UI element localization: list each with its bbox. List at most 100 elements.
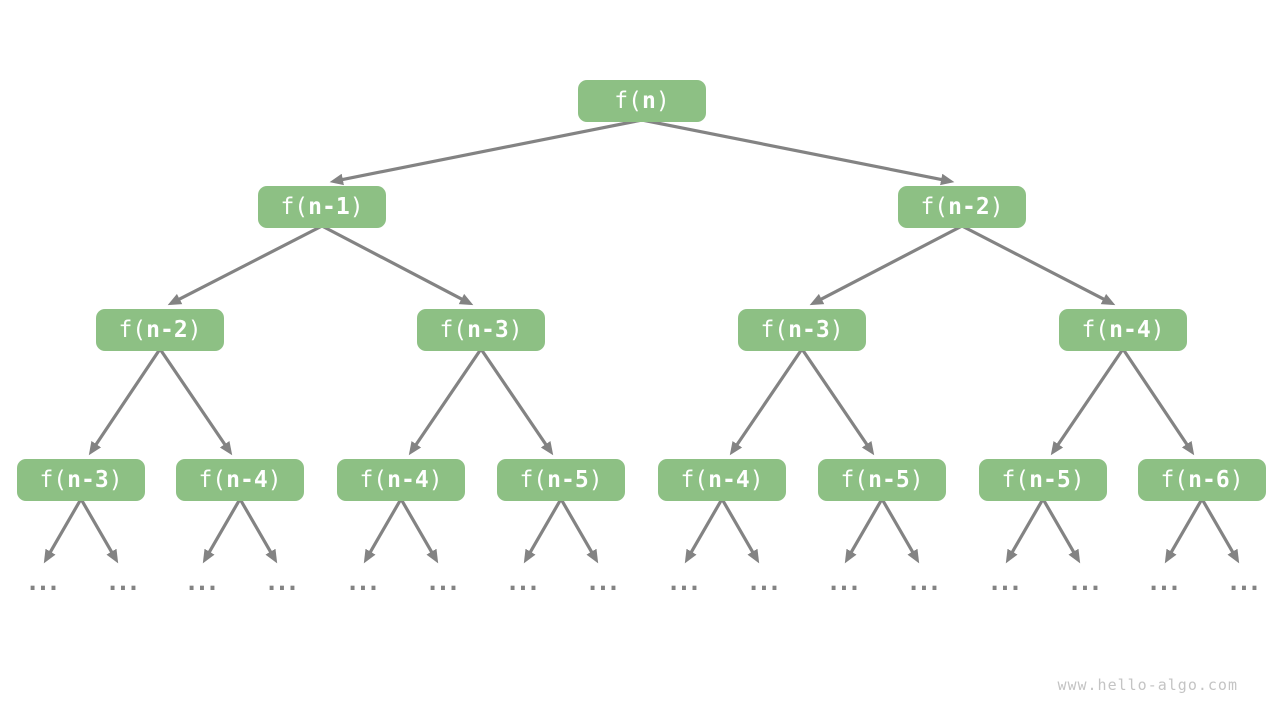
tree-node-f(n-1): f(n-1) — [258, 186, 386, 228]
ellipsis-leaf: ... — [105, 568, 140, 596]
node-label-suffix: ) — [1229, 467, 1244, 493]
node-label-arg: n-4 — [1109, 317, 1151, 343]
ellipsis-leaf: ... — [505, 568, 540, 596]
node-label-suffix: ) — [655, 88, 670, 114]
node-label-arg: n-6 — [1188, 467, 1230, 493]
ellipsis-leaf: ... — [585, 568, 620, 596]
tree-edge-arrow — [641, 118, 955, 186]
tree-edge-arrow — [329, 118, 643, 186]
tree-node-f(n-6): f(n-6) — [1138, 459, 1266, 501]
node-label-suffix: ) — [187, 317, 202, 343]
tree-node-f(n-3): f(n-3) — [738, 309, 866, 351]
tree-edge-arrow — [158, 348, 233, 456]
ellipsis-leaf: ... — [987, 568, 1022, 596]
node-label-arg: n — [641, 88, 656, 114]
ellipsis-leaf: ... — [666, 568, 701, 596]
tree-node-f(n-5): f(n-5) — [979, 459, 1107, 501]
ellipsis-leaf: ... — [826, 568, 861, 596]
tree-node-f(n-2): f(n-2) — [898, 186, 1026, 228]
node-label-prefix: f( — [1081, 317, 1110, 343]
node-label-prefix: f( — [198, 467, 227, 493]
node-label-arg: n-1 — [308, 194, 350, 220]
tree-edge-arrow — [1005, 498, 1045, 564]
node-label-prefix: f( — [118, 317, 147, 343]
tree-edge-arrow — [479, 348, 554, 456]
ellipsis-leaf: ... — [1226, 568, 1261, 596]
ellipsis-leaf: ... — [1067, 568, 1102, 596]
node-label-prefix: f( — [760, 317, 789, 343]
node-label-suffix: ) — [108, 467, 123, 493]
tree-edge-arrow — [1164, 498, 1204, 564]
node-label-suffix: ) — [428, 467, 443, 493]
node-label-suffix: ) — [1070, 467, 1085, 493]
node-label-prefix: f( — [1001, 467, 1030, 493]
node-label-suffix: ) — [1150, 317, 1165, 343]
tree-node-f(n-4): f(n-4) — [1059, 309, 1187, 351]
node-label-suffix: ) — [588, 467, 603, 493]
node-label-arg: n-3 — [788, 317, 830, 343]
node-label-prefix: f( — [680, 467, 709, 493]
ellipsis-leaf: ... — [906, 568, 941, 596]
tree-node-f(n-5): f(n-5) — [497, 459, 625, 501]
node-label-prefix: f( — [1160, 467, 1189, 493]
node-label-arg: n-5 — [547, 467, 589, 493]
ellipsis-leaf: ... — [184, 568, 219, 596]
node-label-suffix: ) — [829, 317, 844, 343]
tree-node-f(n-3): f(n-3) — [417, 309, 545, 351]
ellipsis-leaf: ... — [25, 568, 60, 596]
node-label-prefix: f( — [519, 467, 548, 493]
node-label-prefix: f( — [614, 88, 642, 114]
tree-edge-arrow — [880, 498, 920, 564]
ellipsis-leaf: ... — [1146, 568, 1181, 596]
node-label-arg: n-2 — [146, 317, 188, 343]
tree-edge-arrow — [43, 498, 83, 564]
node-label-suffix: ) — [749, 467, 764, 493]
watermark: www.hello-algo.com — [1057, 676, 1238, 694]
tree-edge-arrow — [684, 498, 724, 564]
tree-edge-arrow — [1041, 498, 1081, 564]
node-label-prefix: f( — [39, 467, 68, 493]
tree-edge-arrow — [1200, 498, 1240, 564]
tree-node-f(n): f(n) — [578, 80, 706, 122]
tree-node-f(n-5): f(n-5) — [818, 459, 946, 501]
tree-edge-arrow — [1050, 348, 1125, 456]
tree-node-f(n-4): f(n-4) — [337, 459, 465, 501]
tree-edge-arrow — [408, 348, 483, 456]
node-label-suffix: ) — [267, 467, 282, 493]
ellipsis-leaf: ... — [345, 568, 380, 596]
tree-edge-arrow — [202, 498, 242, 564]
node-label-prefix: f( — [840, 467, 869, 493]
node-label-arg: n-5 — [868, 467, 910, 493]
tree-edge-arrow — [809, 224, 963, 306]
tree-edge-arrow — [720, 498, 760, 564]
tree-edge-arrow — [800, 348, 875, 456]
node-label-arg: n-3 — [67, 467, 109, 493]
node-label-arg: n-2 — [948, 194, 990, 220]
node-label-suffix: ) — [349, 194, 364, 220]
tree-node-f(n-2): f(n-2) — [96, 309, 224, 351]
tree-edge-arrow — [844, 498, 884, 564]
tree-edge-arrow — [321, 224, 474, 306]
tree-edge-arrow — [167, 224, 323, 306]
tree-edge-arrow — [88, 348, 162, 456]
node-label-arg: n-4 — [226, 467, 268, 493]
tree-edge-arrow — [79, 498, 119, 564]
tree-edge-arrow — [729, 348, 804, 456]
tree-edge-arrow — [399, 498, 439, 564]
node-label-arg: n-4 — [708, 467, 750, 493]
tree-edge-arrow — [363, 498, 403, 564]
node-label-suffix: ) — [989, 194, 1004, 220]
ellipsis-leaf: ... — [264, 568, 299, 596]
node-label-prefix: f( — [280, 194, 309, 220]
tree-node-f(n-4): f(n-4) — [658, 459, 786, 501]
tree-edge-arrow — [523, 498, 563, 564]
node-label-prefix: f( — [439, 317, 468, 343]
ellipsis-leaf: ... — [425, 568, 460, 596]
node-label-suffix: ) — [909, 467, 924, 493]
node-label-prefix: f( — [920, 194, 949, 220]
tree-edge-arrow — [1121, 348, 1195, 456]
node-label-arg: n-5 — [1029, 467, 1071, 493]
ellipsis-leaf: ... — [746, 568, 781, 596]
tree-node-f(n-4): f(n-4) — [176, 459, 304, 501]
